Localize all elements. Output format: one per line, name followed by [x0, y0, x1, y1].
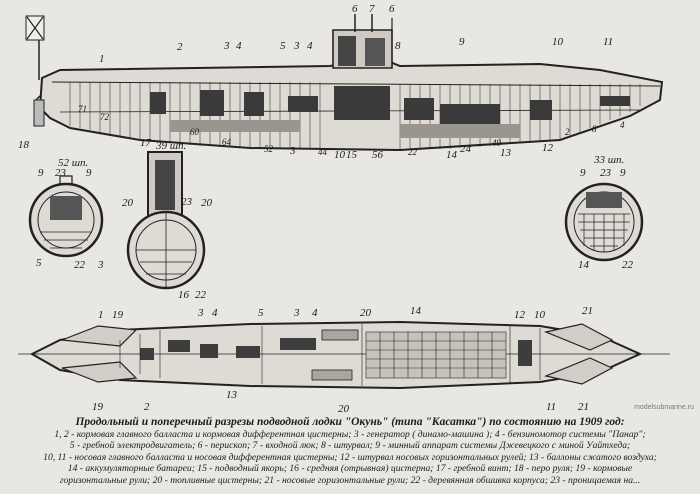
svg-text:4: 4	[236, 40, 242, 52]
svg-text:17: 17	[140, 137, 152, 149]
svg-text:15: 15	[346, 149, 358, 161]
legend-line: 10, 11 - носовая главного балласта и нос…	[43, 451, 657, 463]
legend-line: 1, 2 - кормовая главного балласта и корм…	[54, 428, 646, 440]
svg-text:64: 64	[222, 137, 232, 147]
svg-text:3: 3	[293, 307, 300, 319]
svg-text:1: 1	[98, 309, 104, 321]
svg-text:18: 18	[18, 139, 30, 151]
watermark: modelsubmarine.ru	[634, 404, 694, 411]
svg-text:23: 23	[55, 167, 67, 179]
svg-text:1: 1	[99, 53, 105, 65]
svg-text:22: 22	[622, 259, 634, 271]
svg-text:4: 4	[212, 307, 218, 319]
svg-text:19: 19	[112, 309, 124, 321]
svg-text:3: 3	[293, 40, 300, 52]
svg-text:12: 12	[514, 309, 526, 321]
svg-text:60: 60	[190, 127, 200, 137]
svg-text:20: 20	[360, 307, 372, 319]
svg-text:52: 52	[264, 144, 274, 154]
side-section	[25, 14, 664, 152]
legend-line: 5 - гребной электродвигатель; 6 - периск…	[69, 440, 631, 452]
caption: Продольный и поперечный разрезы подводно…	[4, 416, 696, 487]
svg-text:22: 22	[74, 259, 86, 271]
svg-text:10: 10	[334, 149, 346, 161]
cross-section-52: 52 шп. 9 23 9 5 22 3	[28, 157, 104, 271]
svg-text:4: 4	[307, 40, 313, 52]
svg-text:20: 20	[201, 197, 213, 209]
svg-text:14: 14	[446, 149, 458, 161]
svg-text:9: 9	[620, 167, 626, 179]
svg-text:72: 72	[100, 112, 110, 122]
svg-text:20: 20	[338, 403, 350, 415]
svg-text:19: 19	[92, 401, 104, 413]
svg-text:4: 4	[620, 120, 625, 130]
frame-label-33: 33 шп.	[593, 154, 624, 166]
svg-text:20: 20	[122, 197, 134, 209]
svg-text:5: 5	[36, 257, 42, 269]
svg-text:8: 8	[592, 124, 597, 134]
cross-section-33: 33 шп. 9 23 9 14 22	[564, 154, 644, 271]
svg-text:3: 3	[97, 259, 104, 271]
stern-flag	[25, 15, 45, 80]
svg-text:16: 16	[178, 289, 190, 301]
legend-line: 14 - аккумуляторные батареи; 15 - подвод…	[67, 463, 633, 475]
svg-text:4: 4	[312, 307, 318, 319]
svg-text:3: 3	[197, 307, 204, 319]
svg-text:10: 10	[552, 36, 564, 48]
svg-text:8: 8	[395, 40, 401, 52]
plan-view	[18, 320, 670, 390]
battery-grid	[365, 331, 507, 379]
svg-text:2: 2	[144, 401, 150, 413]
svg-text:9: 9	[459, 36, 465, 48]
side-callouts: 1 2 3 4 5 3 4 6 7 6 8 9 10 11 18 71 72 1…	[18, 3, 625, 161]
svg-text:21: 21	[578, 401, 589, 413]
svg-text:22: 22	[408, 147, 418, 157]
submarine-drawing: 1 2 3 4 5 3 4 6 7 6 8 9 10 11 18 71 72 1…	[18, 3, 670, 415]
svg-text:21: 21	[582, 305, 593, 317]
svg-text:14: 14	[410, 305, 422, 317]
svg-text:71: 71	[78, 104, 87, 114]
svg-text:2: 2	[177, 41, 183, 53]
svg-text:44: 44	[318, 147, 328, 157]
plan-callouts: 1 19 3 4 5 3 4 20 14 12 10 21 19 2 13 20…	[92, 305, 593, 415]
svg-text:6: 6	[352, 3, 358, 15]
legend-line: горизонтальные рули; 20 - топливные цист…	[59, 474, 641, 486]
svg-text:5: 5	[258, 307, 264, 319]
svg-text:13: 13	[500, 147, 512, 159]
frame-label-39: 39 шп.	[155, 140, 186, 152]
svg-text:6: 6	[389, 3, 395, 15]
svg-text:23: 23	[181, 196, 193, 208]
frame-label-52: 52 шп.	[58, 157, 88, 169]
svg-text:3: 3	[289, 145, 296, 157]
svg-text:11: 11	[603, 36, 613, 48]
svg-text:9: 9	[86, 167, 92, 179]
svg-text:22: 22	[195, 289, 207, 301]
svg-text:3: 3	[223, 40, 230, 52]
svg-text:10: 10	[534, 309, 546, 321]
svg-text:49: 49	[492, 138, 502, 148]
svg-text:23: 23	[600, 167, 612, 179]
svg-text:7: 7	[369, 3, 375, 15]
svg-text:11: 11	[546, 401, 556, 413]
svg-text:13: 13	[226, 389, 238, 401]
cross-section-39: 39 шп. 20 23 20 16 22	[122, 140, 213, 301]
svg-text:2: 2	[565, 127, 570, 137]
svg-text:9: 9	[580, 167, 586, 179]
svg-text:24: 24	[460, 143, 472, 155]
svg-text:14: 14	[578, 259, 590, 271]
svg-text:5: 5	[280, 40, 286, 52]
caption-title: Продольный и поперечный разрезы подводно…	[75, 416, 625, 428]
svg-text:12: 12	[542, 142, 554, 154]
svg-text:56: 56	[372, 149, 384, 161]
svg-text:9: 9	[38, 167, 44, 179]
